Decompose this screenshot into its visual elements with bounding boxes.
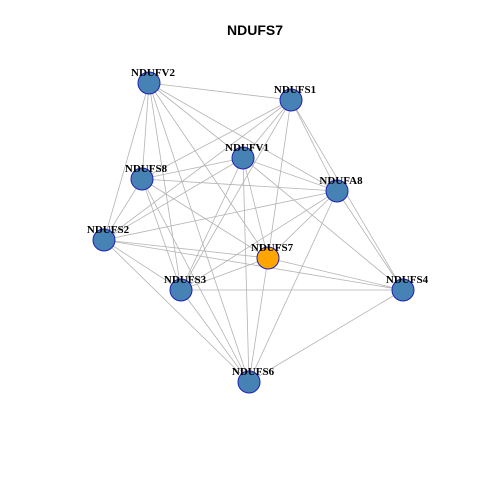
node-ndufv2[interactable] xyxy=(137,71,161,95)
edge-ndufs1-ndufa8 xyxy=(290,99,338,192)
edge-layer xyxy=(103,82,404,383)
node-label-ndufs4: NDUFS4 xyxy=(386,274,429,286)
node-ndufv1[interactable] xyxy=(231,146,255,170)
edge-ndufv1-ndufa8 xyxy=(242,157,338,192)
edge-ndufs1-ndufv1 xyxy=(242,99,292,159)
node-label-ndufs6: NDUFS6 xyxy=(232,366,275,378)
node-label-ndufv1: NDUFV1 xyxy=(225,142,269,154)
edge-ndufv2-ndufs7 xyxy=(148,82,269,259)
node-ndufs3[interactable] xyxy=(169,278,193,302)
node-ndufa8[interactable] xyxy=(325,179,349,203)
node-label-ndufv2: NDUFV2 xyxy=(131,67,175,79)
edge-ndufv2-ndufs6 xyxy=(148,82,250,383)
edge-ndufs1-ndufs8 xyxy=(141,99,292,180)
edge-ndufv2-ndufv1 xyxy=(148,82,244,159)
node-label-ndufs7: NDUFS7 xyxy=(251,242,294,254)
edge-ndufs2-ndufs6 xyxy=(103,239,250,383)
edge-ndufs2-ndufs3 xyxy=(103,239,182,291)
node-ndufs6[interactable] xyxy=(237,370,261,394)
edge-ndufs3-ndufs6 xyxy=(180,289,250,383)
edge-ndufs8-ndufs3 xyxy=(141,178,182,291)
edge-ndufv1-ndufs6 xyxy=(242,157,250,383)
edge-ndufs4-ndufs6 xyxy=(248,289,404,383)
edge-ndufa8-ndufs6 xyxy=(248,190,338,383)
edge-ndufv1-ndufs4 xyxy=(242,157,404,291)
node-label-ndufs3: NDUFS3 xyxy=(164,274,207,286)
edge-ndufv2-ndufs2 xyxy=(103,82,150,241)
edge-ndufv2-ndufs1 xyxy=(148,82,292,101)
node-label-ndufs1: NDUFS1 xyxy=(274,84,316,96)
edge-ndufs8-ndufs2 xyxy=(103,178,143,241)
edge-ndufs8-ndufa8 xyxy=(141,178,338,192)
node-ndufs2[interactable] xyxy=(92,228,116,252)
diagram-title: NDUFS7 xyxy=(227,22,283,38)
edge-ndufs1-ndufs3 xyxy=(180,99,292,291)
edge-ndufa8-ndufs3 xyxy=(180,190,338,291)
node-ndufs1[interactable] xyxy=(279,88,303,112)
edge-ndufv1-ndufs3 xyxy=(180,157,244,291)
edge-ndufa8-ndufs4 xyxy=(336,190,404,291)
edge-ndufs7-ndufs4 xyxy=(267,257,404,291)
node-ndufs8[interactable] xyxy=(130,167,154,191)
node-label-ndufs8: NDUFS8 xyxy=(125,163,168,175)
node-label-ndufa8: NDUFA8 xyxy=(319,175,363,187)
edge-ndufv2-ndufa8 xyxy=(148,82,338,192)
node-layer xyxy=(92,71,415,394)
edge-ndufa8-ndufs2 xyxy=(103,190,338,241)
edge-ndufs2-ndufs4 xyxy=(103,239,404,291)
edge-ndufa8-ndufs7 xyxy=(267,190,338,259)
edge-ndufs1-ndufs2 xyxy=(103,99,292,241)
edge-ndufs7-ndufs6 xyxy=(248,257,269,383)
label-layer: NDUFV2NDUFS1NDUFV1NDUFS8NDUFA8NDUFS2NDUF… xyxy=(87,67,429,378)
edge-ndufs2-ndufs7 xyxy=(103,239,269,259)
edge-ndufv1-ndufs8 xyxy=(141,157,244,180)
node-ndufs4[interactable] xyxy=(391,278,415,302)
edge-ndufv2-ndufs8 xyxy=(141,82,150,180)
node-label-ndufs2: NDUFS2 xyxy=(87,224,130,236)
node-ndufs7[interactable] xyxy=(256,246,280,270)
edge-ndufv2-ndufs3 xyxy=(148,82,182,291)
edge-ndufs7-ndufs3 xyxy=(180,257,269,291)
edge-ndufs1-ndufs7 xyxy=(267,99,292,259)
